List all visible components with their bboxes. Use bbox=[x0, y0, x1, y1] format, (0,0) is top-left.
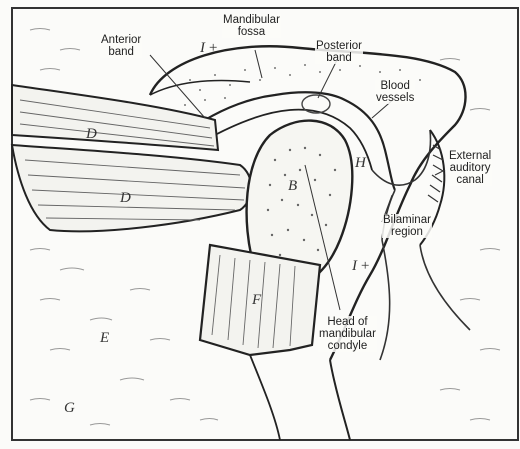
label-blood-vessels: Blood vessels bbox=[375, 80, 415, 104]
label-external-auditory-canal: External auditory canal bbox=[448, 150, 492, 186]
label-line: canal bbox=[449, 174, 491, 186]
posterior-band-shape bbox=[302, 95, 330, 113]
label-anterior-band: Anterior band bbox=[100, 34, 142, 58]
marker-i-upper: I bbox=[200, 40, 205, 57]
label-mandibular-fossa: Mandibular fossa bbox=[222, 14, 281, 38]
label-line: Bilaminar bbox=[383, 214, 431, 226]
label-line: region bbox=[383, 226, 431, 238]
marker-i-upper-plus: + bbox=[208, 40, 218, 57]
marker-muscle-upper: D bbox=[86, 126, 97, 143]
marker-e: E bbox=[100, 330, 109, 347]
marker-i-lower-plus: + bbox=[360, 258, 370, 275]
label-head-of-mandibular-condyle: Head of mandibular condyle bbox=[318, 316, 377, 352]
label-line: band bbox=[101, 46, 141, 58]
label-line: mandibular bbox=[319, 328, 376, 340]
label-posterior-band: Posterior band bbox=[315, 40, 363, 64]
label-line: Head of bbox=[319, 316, 376, 328]
label-line: Blood bbox=[376, 80, 414, 92]
marker-h: H bbox=[355, 155, 366, 172]
tympanic-edge bbox=[380, 240, 390, 360]
ramus-anterior-edge bbox=[250, 355, 280, 440]
fossa-inner-line bbox=[150, 81, 250, 95]
label-line: Posterior bbox=[316, 40, 362, 52]
label-line: External bbox=[449, 150, 491, 162]
ramus-posterior-edge bbox=[330, 360, 350, 440]
marker-condyle-b: B bbox=[288, 178, 297, 195]
label-line: fossa bbox=[223, 26, 280, 38]
marker-i-lower: I bbox=[352, 258, 357, 275]
marker-g: G bbox=[64, 400, 75, 417]
label-line: band bbox=[316, 52, 362, 64]
label-line: Mandibular bbox=[223, 14, 280, 26]
marker-muscle-lower: D bbox=[120, 190, 131, 207]
muscle-upper-belly bbox=[12, 85, 218, 150]
label-line: auditory bbox=[449, 162, 491, 174]
marker-neck-f: F bbox=[252, 292, 261, 309]
label-line: Anterior bbox=[101, 34, 141, 46]
label-line: condyle bbox=[319, 340, 376, 352]
label-line: vessels bbox=[376, 92, 414, 104]
mastoid-edge bbox=[420, 245, 470, 330]
label-bilaminar-region: Bilaminar region bbox=[382, 214, 432, 238]
